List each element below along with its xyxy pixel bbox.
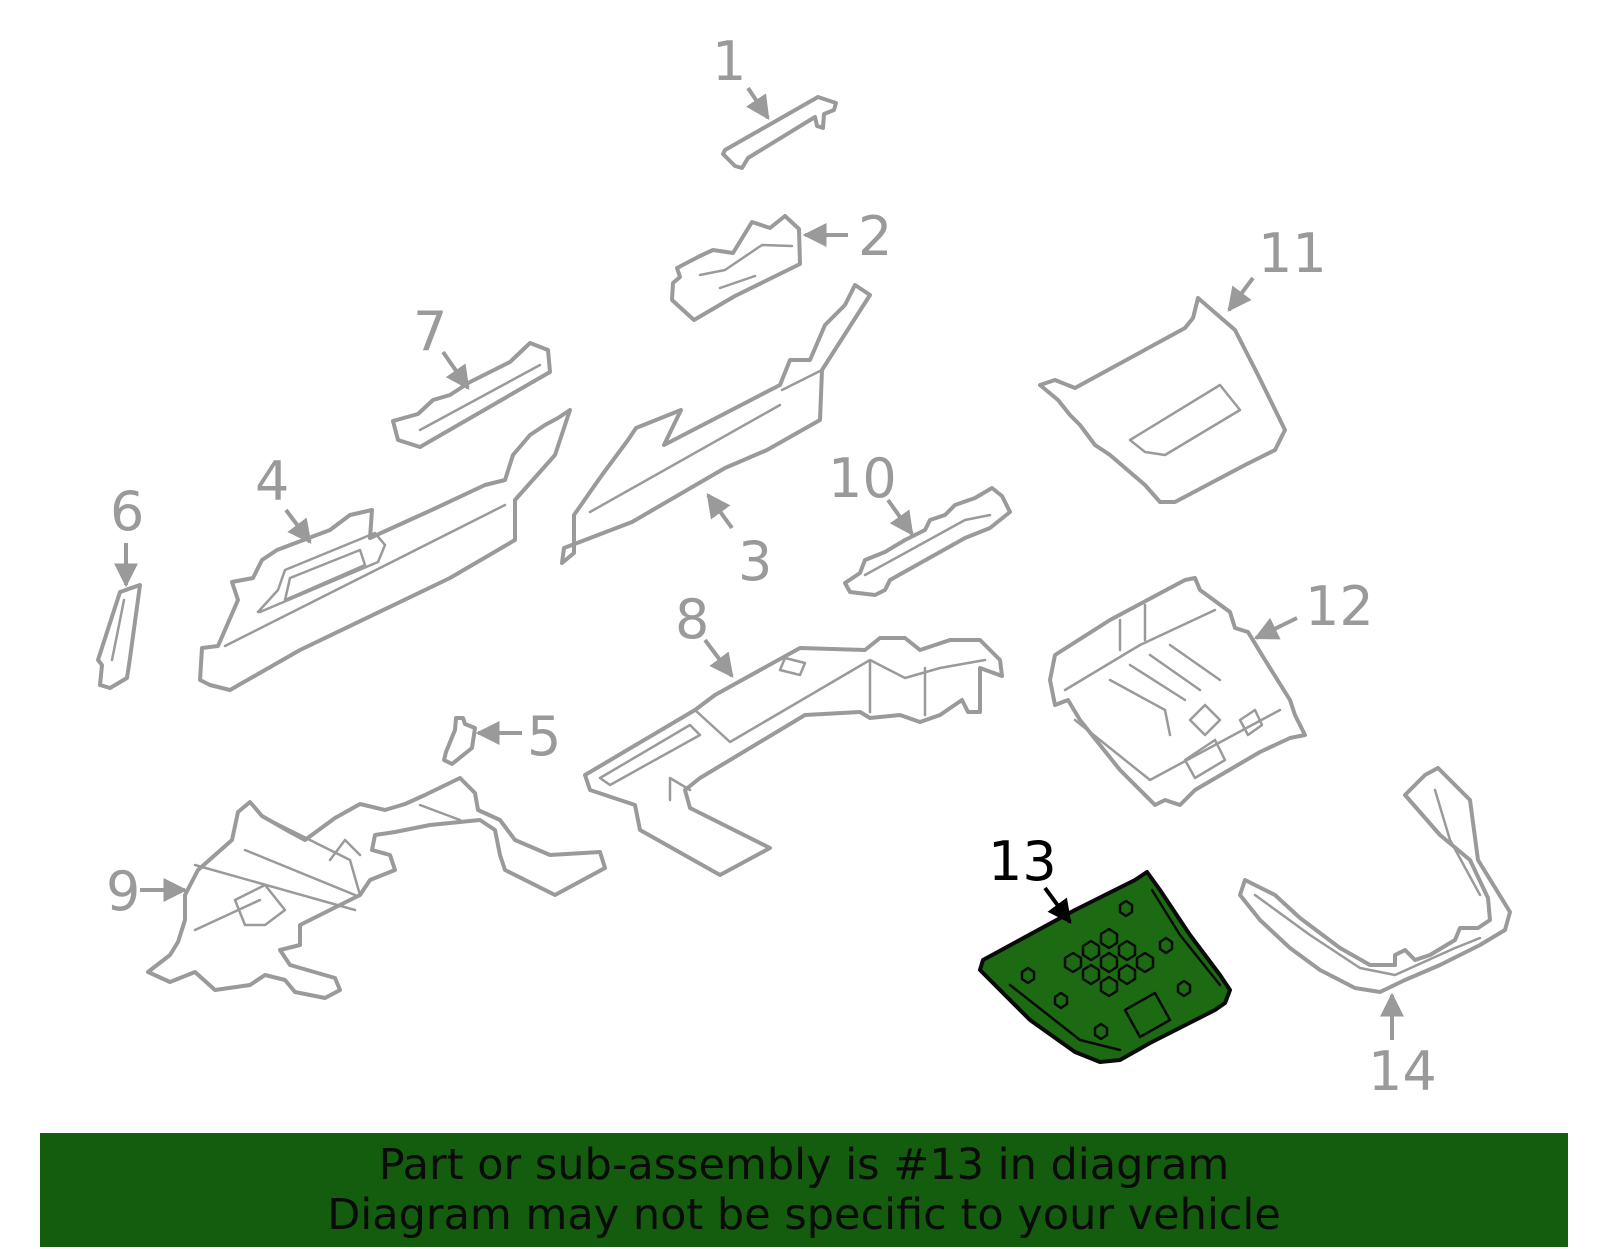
callout-11[interactable]: 11	[1258, 222, 1327, 285]
callout-2[interactable]: 2	[858, 205, 892, 268]
part-13[interactable]: 13	[978, 830, 1232, 1064]
callout-14[interactable]: 14	[1368, 1040, 1437, 1103]
part-11[interactable]: 11	[1038, 222, 1327, 504]
banner-line-1: Part or sub-assembly is #13 in diagram	[378, 1140, 1230, 1190]
banner-line-2: Diagram may not be specific to your vehi…	[327, 1190, 1281, 1240]
part-8[interactable]: 8	[583, 588, 1004, 877]
part-4[interactable]: 4	[198, 408, 572, 692]
callout-8[interactable]: 8	[675, 588, 709, 651]
part-2[interactable]: 2	[670, 205, 892, 322]
callout-9[interactable]: 9	[106, 860, 140, 923]
part-12[interactable]: 12	[1048, 575, 1374, 807]
info-banner: Part or sub-assembly is #13 in diagram D…	[40, 1133, 1568, 1247]
callout-3[interactable]: 3	[738, 530, 772, 593]
callout-10[interactable]: 10	[828, 447, 897, 510]
callout-5[interactable]: 5	[527, 705, 561, 768]
part-6[interactable]: 6	[96, 480, 144, 690]
part-3[interactable]: 3	[560, 283, 872, 593]
part-10[interactable]: 10	[828, 447, 1012, 597]
callout-12[interactable]: 12	[1305, 575, 1374, 638]
part-7[interactable]: 7	[391, 300, 552, 449]
parts-diagram: 1 2 3 4 5 6 7	[96, 30, 1512, 1103]
part-5[interactable]: 5	[442, 705, 561, 768]
callout-1[interactable]: 1	[712, 30, 746, 93]
callout-4[interactable]: 4	[255, 450, 289, 513]
part-1[interactable]: 1	[712, 30, 838, 170]
part-9[interactable]: 9	[106, 776, 607, 1000]
callout-6[interactable]: 6	[110, 480, 144, 543]
callout-7[interactable]: 7	[413, 300, 447, 363]
part-14[interactable]: 14	[1238, 766, 1512, 1103]
callout-13[interactable]: 13	[988, 830, 1057, 893]
